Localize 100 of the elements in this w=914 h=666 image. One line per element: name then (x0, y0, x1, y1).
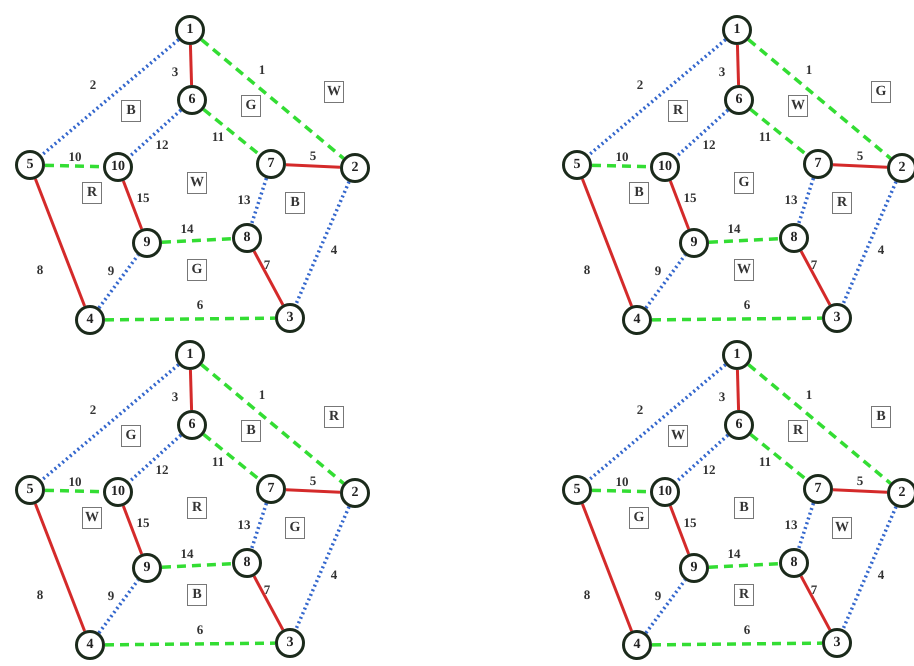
graph-edge (581, 178, 633, 307)
graph-edge (202, 108, 260, 156)
vertex-circle: 3 (822, 628, 852, 658)
graph-edge (668, 180, 690, 230)
face-label: R (82, 182, 102, 204)
edge-label: 11 (212, 130, 224, 144)
vertex-circle: 4 (622, 305, 652, 335)
edge-label: 4 (330, 243, 338, 257)
face-label: G (734, 172, 754, 194)
edge-label: 2 (90, 403, 96, 417)
edge-label: 5 (856, 474, 864, 488)
edge-label: 13 (784, 518, 798, 532)
edge-label: 14 (728, 547, 740, 561)
vertex-circle: 9 (679, 553, 709, 583)
graph-edge (128, 108, 182, 158)
face-label: G (629, 507, 649, 529)
edge-label: 4 (330, 568, 338, 582)
vertex-circle: 3 (822, 303, 852, 333)
graph-edge (736, 370, 740, 410)
graph-edge (581, 503, 633, 632)
face-label: G (241, 95, 261, 117)
graph-edge (34, 178, 86, 307)
edge-label: 4 (878, 243, 884, 257)
face-label: R (324, 406, 344, 428)
vertex-circle: 4 (622, 630, 652, 660)
vertex-circle: 1 (175, 15, 205, 45)
edge-label: 13 (784, 193, 798, 207)
face-label: B (629, 182, 649, 204)
edge-label: 6 (744, 298, 750, 312)
edge-label: 10 (616, 475, 628, 489)
graph-edge (652, 316, 822, 322)
vertex-circle: 10 (103, 477, 133, 507)
graph-edge (162, 237, 232, 244)
edge-label: 10 (616, 150, 628, 164)
vertex-circle: 8 (779, 548, 809, 578)
edge-label: 7 (264, 583, 270, 597)
vertex-circle: 6 (177, 410, 207, 440)
vertex-circle: 5 (562, 475, 592, 505)
edge-label: 9 (108, 589, 114, 603)
vertex-circle: 8 (232, 223, 262, 253)
graph-edge (200, 38, 345, 160)
graph-edge (122, 180, 144, 230)
edge-label: 6 (744, 623, 750, 637)
face-label: B (734, 497, 754, 519)
edge-label: 10 (68, 475, 82, 489)
face-label: W (187, 172, 207, 194)
face-label: R (788, 420, 808, 442)
graph-edge (750, 108, 808, 156)
edge-label: 11 (758, 455, 772, 469)
graph-edge (202, 433, 260, 481)
edge-label: 13 (238, 193, 250, 207)
vertex-circle: 5 (15, 150, 45, 180)
face-label: W (324, 81, 344, 103)
face-label: W (734, 259, 754, 281)
graph-edge (652, 641, 822, 647)
edge-label: 4 (878, 568, 884, 582)
graph-edge (587, 363, 727, 482)
face-label: B (187, 584, 207, 606)
vertex-circle: 6 (724, 85, 754, 115)
face-label: B (241, 420, 261, 442)
edge-label: 8 (584, 588, 590, 602)
graph-edge (800, 250, 832, 306)
face-label: B (871, 406, 891, 428)
edge-label: 5 (310, 474, 316, 488)
graph-edge (587, 38, 727, 157)
edge-label: 12 (156, 463, 168, 477)
edge-label: 8 (36, 263, 44, 277)
graph-edge (708, 562, 780, 569)
edge-label: 15 (136, 191, 150, 205)
edge-label: 5 (856, 149, 864, 163)
vertex-circle: 9 (132, 228, 162, 258)
graph-edge (252, 576, 284, 630)
vertex-circle: 7 (803, 474, 833, 504)
face-label: G (871, 81, 891, 103)
graph-edge (708, 237, 780, 244)
edge-label: 3 (172, 65, 178, 79)
vertex-circle: 1 (722, 15, 752, 45)
graph-edge (188, 44, 194, 86)
graph-edge (162, 562, 232, 569)
face-label: W (668, 425, 688, 447)
vertex-circle: 1 (175, 340, 205, 370)
vertex-circle: 4 (75, 305, 105, 335)
graph-edge (832, 163, 888, 169)
face-label: B (121, 100, 141, 122)
edge-label: 13 (238, 518, 250, 532)
vertex-circle: 8 (779, 223, 809, 253)
edge-label: 12 (156, 138, 168, 152)
vertex-circle: 3 (275, 628, 305, 658)
vertex-circle: 7 (803, 149, 833, 179)
vertex-circle: 10 (650, 477, 680, 507)
graph-edge (841, 181, 898, 305)
face-label: W (82, 507, 102, 529)
vertex-circle: 7 (256, 474, 286, 504)
vertex-circle: 2 (340, 478, 370, 508)
edge-label: 8 (36, 588, 44, 602)
vertex-circle: 6 (724, 410, 754, 440)
face-label: W (788, 95, 808, 117)
graph-edge (250, 178, 268, 224)
vertex-circle: 5 (562, 150, 592, 180)
vertex-circle: 5 (15, 475, 45, 505)
